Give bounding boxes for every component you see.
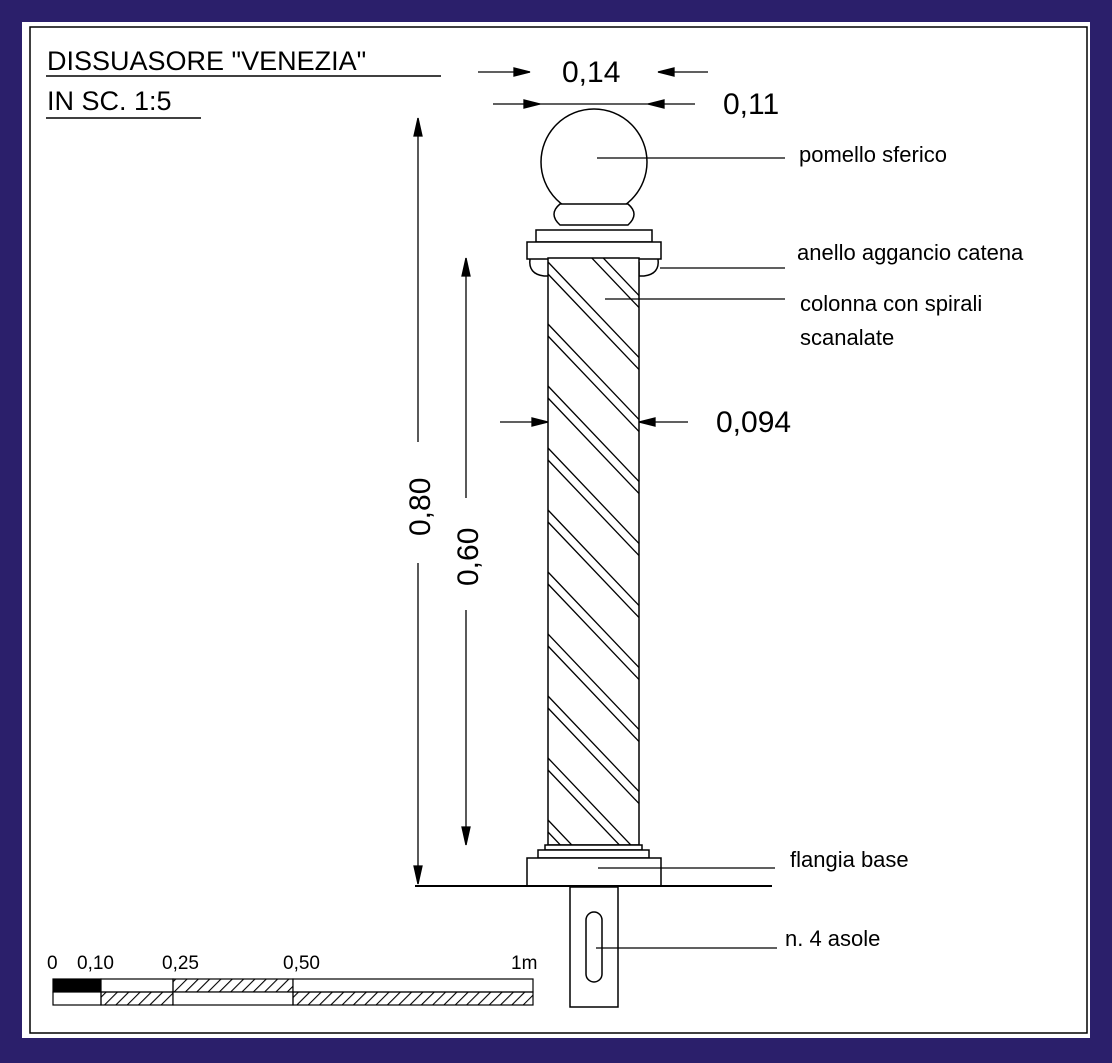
spiral-groove-line (548, 323, 639, 420)
dim-column-height: 0,60 (452, 528, 485, 586)
spiral-groove-line (548, 261, 639, 358)
ring (526, 241, 662, 260)
column (547, 257, 640, 846)
spiral-groove-line (548, 335, 639, 432)
ring-hook-right (638, 258, 659, 277)
cap-top (535, 229, 653, 243)
knob-neck (553, 203, 635, 226)
spiral-groove-line (548, 769, 621, 845)
dimension-lines (413, 67, 708, 885)
spiral-groove-line (548, 447, 639, 544)
label-slots: n. 4 asole (785, 926, 880, 951)
spiral-groove-line (548, 633, 639, 730)
scale-tick-1m: 1m (511, 953, 537, 974)
dim-column-width: 0,094 (716, 406, 791, 439)
spiral-groove-line (548, 273, 639, 370)
spiral-groove-line (548, 385, 639, 482)
title-line-2: IN SC. 1:5 (47, 86, 172, 116)
dim-total-height: 0,80 (404, 478, 437, 536)
base-flange (526, 857, 662, 887)
label-column-line-2: scanalate (800, 325, 894, 350)
spiral-groove-line (548, 757, 632, 845)
column-spirals (548, 258, 639, 845)
spiral-groove-line (548, 645, 639, 742)
scale-tick-0: 0 (47, 953, 58, 974)
spiral-groove-line (548, 509, 639, 606)
leader-lines (596, 157, 785, 949)
spiral-groove-line (548, 521, 639, 618)
title-line-1: DISSUASORE "VENEZIA" (47, 46, 366, 76)
scale-tick-050: 0,50 (283, 953, 320, 974)
spiral-groove-line (548, 819, 573, 845)
spiral-groove-line (548, 707, 639, 804)
label-ring: anello aggancio catena (797, 240, 1024, 265)
label-flange: flangia base (790, 847, 909, 872)
label-column-line-1: colonna con spirali (800, 291, 982, 316)
scale-bar: 0 0,10 0,25 0,50 1m (47, 953, 537, 1006)
spiral-groove-line (602, 258, 639, 296)
dim-knob-total-width: 0,14 (562, 56, 620, 89)
anchor-slot (585, 911, 603, 983)
column-base-ring-2 (537, 849, 650, 859)
inner-frame-line (29, 26, 1088, 1034)
spiral-groove-line (548, 571, 639, 668)
knob-sphere (540, 108, 648, 216)
spiral-groove-line (548, 459, 639, 556)
spiral-groove-line (548, 583, 639, 680)
label-knob: pomello sferico (799, 142, 947, 167)
scale-tick-025: 0,25 (162, 953, 199, 974)
spiral-groove-line (548, 397, 639, 494)
spiral-groove-line (548, 695, 639, 792)
bollard (526, 108, 662, 1008)
scale-tick-010: 0,10 (77, 953, 114, 974)
dim-knob-width: 0,11 (723, 88, 779, 121)
ring-hook-left (529, 258, 550, 277)
spiral-groove-line (590, 258, 639, 308)
